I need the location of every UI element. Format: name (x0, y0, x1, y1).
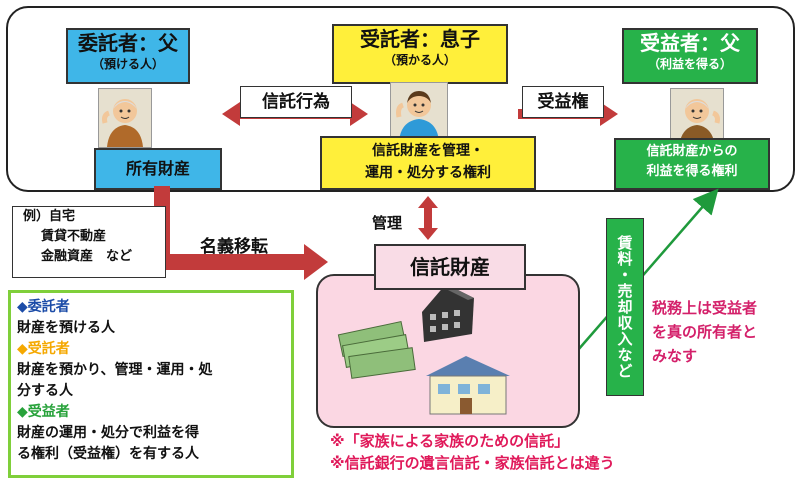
beneficiary-role-box: 受益者：父 （利益を得る） (622, 28, 758, 84)
tax-note-line2: を真の所有者と (652, 323, 758, 341)
name-transfer-arrow (154, 186, 328, 280)
management-label: 管理 (372, 214, 403, 232)
trustee-rights-line2: 運用・処分する権利 (365, 165, 491, 181)
money-icon (337, 320, 416, 379)
legend-settlor-desc: 財産を預ける人 (17, 320, 115, 336)
trustee-role-box: 受託者：息子 （預かる人） (332, 24, 508, 84)
example-line1: 例）自宅 (23, 209, 76, 224)
legend-beneficiary-desc1: 財産の運用・処分で利益を得 (17, 425, 199, 441)
man-icon (390, 82, 448, 142)
beneficiary-rights-line2: 利益を得る権利 (646, 164, 738, 179)
bottom-note-line2: ※信託銀行の遺言信託・家族信託とは違う (330, 454, 615, 472)
own-property-box: 所有財産 (94, 148, 222, 190)
trustee-rights-line1: 信託財産を管理・ (372, 143, 484, 159)
settlor-role-box: 委託者：父 （預ける人） (66, 28, 190, 84)
management-double-arrow (418, 196, 438, 240)
example-line3: 金融資産 など (41, 249, 133, 264)
tax-note-line3: みなす (652, 347, 698, 365)
legend-trustee-desc1: 財産を預かり、管理・運用・処 (17, 362, 213, 378)
income-flow-arrow (577, 188, 719, 351)
settlor-subtitle: （預ける人） (91, 57, 164, 71)
apartment-building-icon (422, 284, 474, 342)
tax-note-line1: 税務上は受益者 (652, 299, 758, 317)
name-transfer-label: 名義移転 (200, 237, 268, 257)
beneficiary-rights-line1: 信託財産からの (646, 144, 738, 159)
legend-beneficiary-heading: ◆受益者 (17, 404, 70, 420)
bottom-note: ※「家族による家族のための信託」 ※信託銀行の遺言信託・家族信託とは違う (330, 430, 615, 474)
trustee-subtitle: （預かる人） (383, 53, 456, 67)
beneficiary-subtitle: （利益を得る） (647, 57, 732, 71)
trustee-title: 受託者：息子 (360, 27, 480, 51)
income-box: 賃料・売却収入など (606, 218, 644, 396)
trust-act-label: 信託行為 (240, 86, 352, 118)
tax-note: 税務上は受益者 を真の所有者と みなす (652, 296, 757, 368)
beneficiary-rights-box: 信託財産からの 利益を得る権利 (614, 138, 770, 190)
legend-settlor-heading: ◆委託者 (17, 299, 70, 315)
legend-trustee-desc2: 分する人 (17, 383, 73, 399)
trust-property-label: 信託財産 (374, 244, 526, 290)
house-icon (426, 356, 510, 415)
example-box: 例）自宅 賃貸不動産 金融資産 など (12, 206, 166, 278)
legend-trustee-heading: ◆受託者 (17, 341, 70, 357)
beneficial-right-label: 受益権 (522, 86, 604, 118)
bottom-note-line1: ※「家族による家族のための信託」 (330, 432, 570, 450)
example-line2: 賃貸不動産 (41, 229, 107, 244)
legend-beneficiary-desc2: る権利（受益権）を有する人 (17, 446, 199, 462)
beneficiary-title: 受益者：父 (640, 31, 740, 55)
elderly-man-icon (98, 88, 152, 148)
trust-property-area (316, 274, 580, 428)
trustee-rights-box: 信託財産を管理・ 運用・処分する権利 (320, 136, 536, 190)
legend-box: ◆委託者 財産を預ける人 ◆受託者 財産を預かり、管理・運用・処 分する人 ◆受… (8, 290, 294, 478)
settlor-title: 委託者：父 (78, 31, 178, 55)
